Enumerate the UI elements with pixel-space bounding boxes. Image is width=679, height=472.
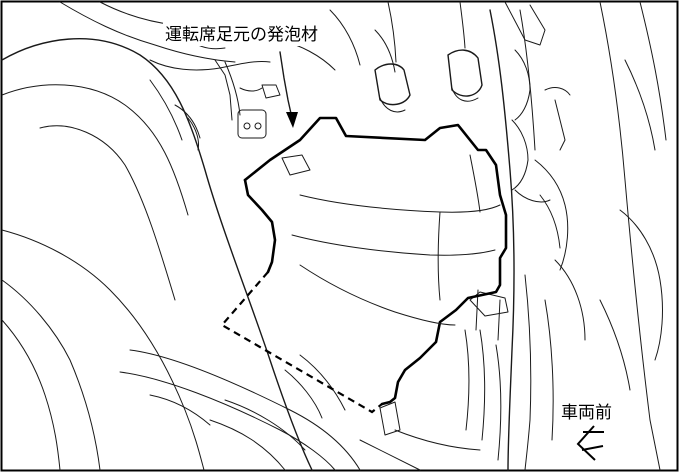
foam-pad	[243, 116, 508, 406]
pedals	[374, 1, 483, 113]
floor-rails	[119, 349, 361, 471]
callout-label-background	[163, 20, 327, 46]
driver-seat	[1, 38, 313, 471]
forward-direction-icon	[576, 425, 604, 461]
callout-label: 運転席足元の発泡材	[165, 25, 318, 45]
foam-hidden-edge	[220, 271, 383, 414]
door-sill	[359, 1, 667, 471]
direction-label: 車両前	[561, 403, 612, 423]
callout-arrow	[279, 51, 298, 128]
